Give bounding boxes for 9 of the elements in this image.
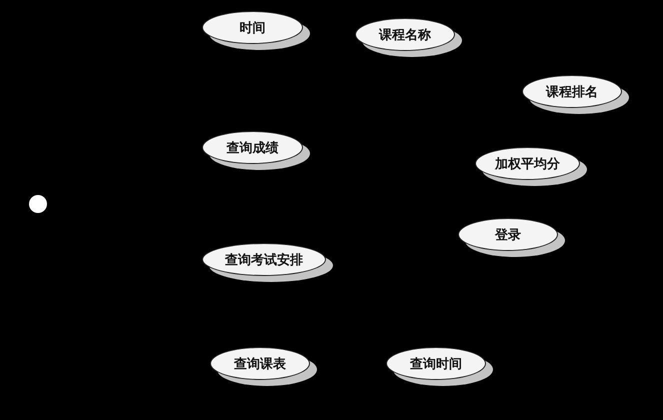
use-case-label: 时间: [240, 20, 266, 36]
use-case-label: 查询时间: [410, 356, 462, 372]
use-case-label: 加权平均分: [495, 156, 560, 172]
use-case-label: 登录: [495, 226, 521, 244]
use-case-label: 课程排名: [546, 84, 598, 100]
use-case-label: 查询考试安排: [225, 252, 303, 268]
use-case-label: 查询成绩: [226, 140, 278, 156]
use-case-label: 课程名称: [379, 26, 431, 44]
use-case-label: 查询课表: [234, 356, 286, 372]
